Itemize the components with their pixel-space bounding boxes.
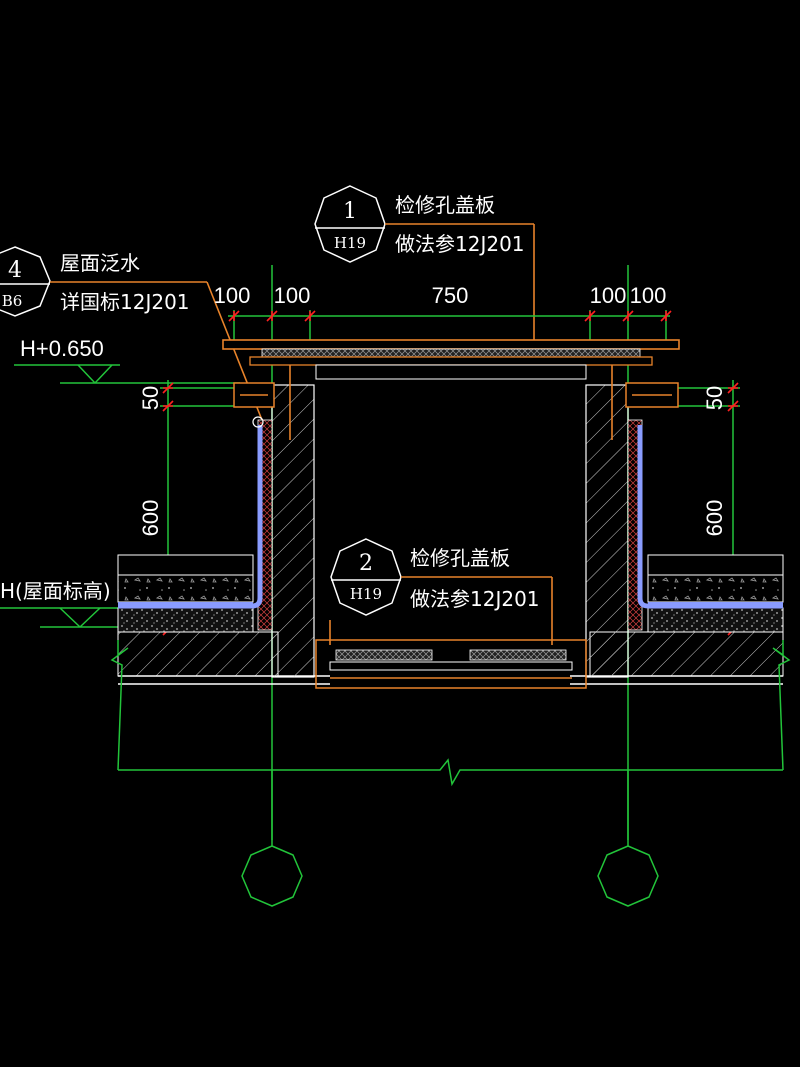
- cover-plate-top: [222, 339, 680, 440]
- level-mark-upper: H+0.650: [14, 336, 240, 384]
- callout-4-sheet: B6: [2, 292, 23, 310]
- dim-left-600: 600: [138, 500, 163, 537]
- callout-2-bubble: [330, 538, 402, 616]
- callout-2-sheet: H19: [350, 585, 382, 603]
- callout-2-title: 检修孔盖板: [410, 546, 510, 570]
- break-lines: [110, 640, 791, 787]
- dim-left-50: 50: [138, 386, 163, 410]
- dim-top-2: 100: [274, 283, 311, 308]
- dim-top-4: 100: [590, 283, 627, 308]
- dim-top-3: 750: [432, 283, 469, 308]
- callout-1-sheet: H19: [334, 234, 366, 252]
- callout-4: 4 B6 屋面泛水 详国标12J201: [0, 246, 263, 421]
- callout-4-ref: 详国标12J201: [60, 290, 190, 314]
- level-mark-roof: H(屋面标高): [0, 579, 118, 628]
- callout-4-number: 4: [8, 258, 22, 283]
- callout-1: 1 H19 检修孔盖板 做法参12J201: [314, 185, 535, 343]
- callout-1-title: 检修孔盖板: [395, 193, 495, 217]
- dim-right-600: 600: [702, 500, 727, 537]
- dim-right-50: 50: [702, 386, 727, 410]
- callout-2-ref: 做法参12J201: [410, 587, 540, 611]
- axis-bubble-right: [597, 845, 659, 907]
- callout-4-title: 屋面泛水: [60, 251, 140, 275]
- callout-2-number: 2: [359, 551, 373, 576]
- callout-1-bubble: [314, 185, 386, 263]
- level-roof-label: H(屋面标高): [0, 579, 111, 603]
- callout-1-ref: 做法参12J201: [395, 232, 525, 256]
- dim-top-5: 100: [630, 283, 667, 308]
- callout-4-bubble: [0, 246, 51, 317]
- roof-layers-left: [117, 554, 330, 685]
- level-upper-label: H+0.650: [20, 336, 104, 361]
- callout-2: 2 H19 检修孔盖板 做法参12J201: [329, 538, 553, 645]
- left-dimension: 50 600: [138, 380, 240, 636]
- grid-axis-right: [597, 770, 659, 907]
- grid-axis-left: [241, 770, 303, 907]
- callout-1-number: 1: [343, 199, 357, 224]
- left-curb: [118, 382, 315, 678]
- right-curb: [585, 382, 783, 678]
- dim-top-1: 100: [214, 283, 251, 308]
- lower-cover-frame: [315, 639, 587, 689]
- axis-bubble-left: [241, 845, 303, 907]
